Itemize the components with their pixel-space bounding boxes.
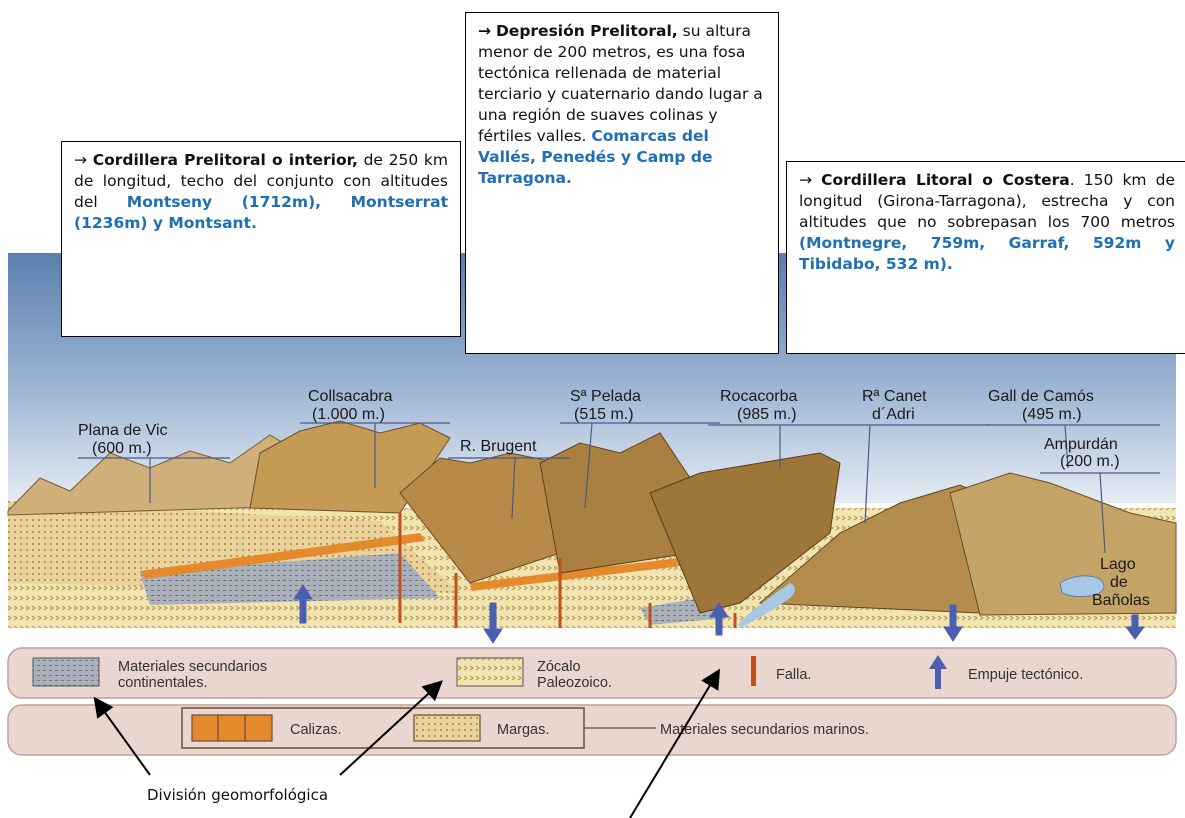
box-prelitoral-text: de 250 km de longitud, techo del conjunt… (74, 151, 448, 211)
label-lago-1: Lago (1100, 556, 1136, 573)
caliza-band (140, 533, 425, 579)
legend-swatch-falla (751, 656, 756, 686)
arrow-down-3 (1125, 614, 1145, 640)
box-depresion-prelitoral: → Depresión Prelitoral, su altura menor … (465, 12, 779, 354)
leader-lines (78, 422, 1160, 554)
legend-falla: Falla. (776, 667, 811, 683)
box-cordillera-prelitoral: → Cordillera Prelitoral o interior, de 2… (61, 141, 461, 337)
faults (398, 513, 737, 628)
river (738, 583, 795, 628)
legend-swatch-zocalo (456, 657, 524, 687)
legend-row-1 (7, 647, 1177, 699)
label-plana-de-vic: Plana de Vic (78, 422, 168, 439)
caption: División geomorfológica (147, 786, 329, 804)
legend-zocalo-2: Paleozoico. (537, 675, 612, 691)
box-litoral-text: . 150 km de longitud (Girona-Tarragona),… (799, 171, 1175, 231)
legend-calizas: Calizas. (290, 722, 342, 738)
box-depresion-title: Depresión Prelitoral, (495, 22, 678, 40)
box-litoral-title: Cordillera Litoral o Costera (821, 171, 1070, 189)
arrow-down-1 (483, 602, 503, 644)
caliza-band-2 (470, 553, 722, 591)
box-depresion-highlight: Comarcas del Vallés, Penedés y Camp de T… (478, 127, 713, 187)
arrow-glyph: → (478, 22, 491, 40)
label-gall-de-camos-alt: (495 m.) (1022, 406, 1082, 423)
label-gall-de-camos: Gall de Camós (988, 388, 1094, 405)
label-plana-de-vic-alt: (600 m.) (92, 440, 152, 457)
box-prelitoral-highlight: Montseny (1712m), Montserrat (1236m) y M… (74, 193, 449, 232)
label-r-brugent: R. Brugent (460, 438, 537, 455)
continental-layer (140, 553, 440, 605)
label-ra-canet: Rª Canet (862, 388, 927, 405)
label-lago-3: Bañolas (1092, 592, 1150, 609)
box-prelitoral-title: Cordillera Prelitoral o interior, (92, 151, 358, 169)
label-collsacabra: Collsacabra (308, 388, 393, 405)
legend-empuje: Empuje tectónico. (968, 667, 1083, 683)
gall-relief (949, 472, 1177, 616)
legend-swatch-continental (32, 657, 100, 687)
label-rocacorba-alt: (985 m.) (737, 406, 797, 423)
legend-swatch-calizas (191, 714, 273, 742)
label-lago-2: de (1110, 574, 1128, 591)
legend-sec-cont-1: Materiales secundarios (118, 659, 267, 675)
label-sa-pelada-alt: (515 m.) (574, 406, 634, 423)
legend-swatch-empuje (929, 655, 947, 689)
arrow-down-2 (943, 604, 963, 642)
box-litoral-highlight: (Montnegre, 759m, Garraf, 592m y Tibidab… (799, 234, 1175, 273)
box-depresion-text: su altura menor de 200 metros, es una fo… (478, 22, 763, 145)
legend-sec-cont-2: continentales. (118, 675, 207, 691)
empuje-arrows (293, 584, 1145, 644)
label-ampurdan: Ampurdán (1044, 436, 1118, 453)
lake (1059, 575, 1105, 598)
box-cordillera-litoral: → Cordillera Litoral o Costera. 150 km d… (786, 161, 1185, 354)
arrow-up-2 (709, 602, 729, 636)
label-collsacabra-alt: (1.000 m.) (312, 406, 385, 423)
legend-zocalo-1: Zócalo (537, 659, 581, 675)
legend-row-2 (7, 704, 1177, 756)
legend-swatch-margas (413, 714, 481, 742)
label-ra-canet-2: d´Adri (872, 406, 915, 423)
sa-pelada-relief (539, 432, 701, 574)
arrow-up-1 (293, 584, 313, 624)
rocacorba-relief (649, 452, 841, 614)
label-sa-pelada: Sª Pelada (570, 388, 641, 405)
legend-margas: Margas. (497, 722, 549, 738)
arrow-glyph: → (74, 151, 87, 169)
arrow-glyph: → (799, 171, 812, 189)
legend-marinos: Materiales secundarios marinos. (660, 722, 869, 738)
label-rocacorba: Rocacorba (720, 388, 797, 405)
label-ampurdan-alt: (200 m.) (1060, 453, 1120, 470)
